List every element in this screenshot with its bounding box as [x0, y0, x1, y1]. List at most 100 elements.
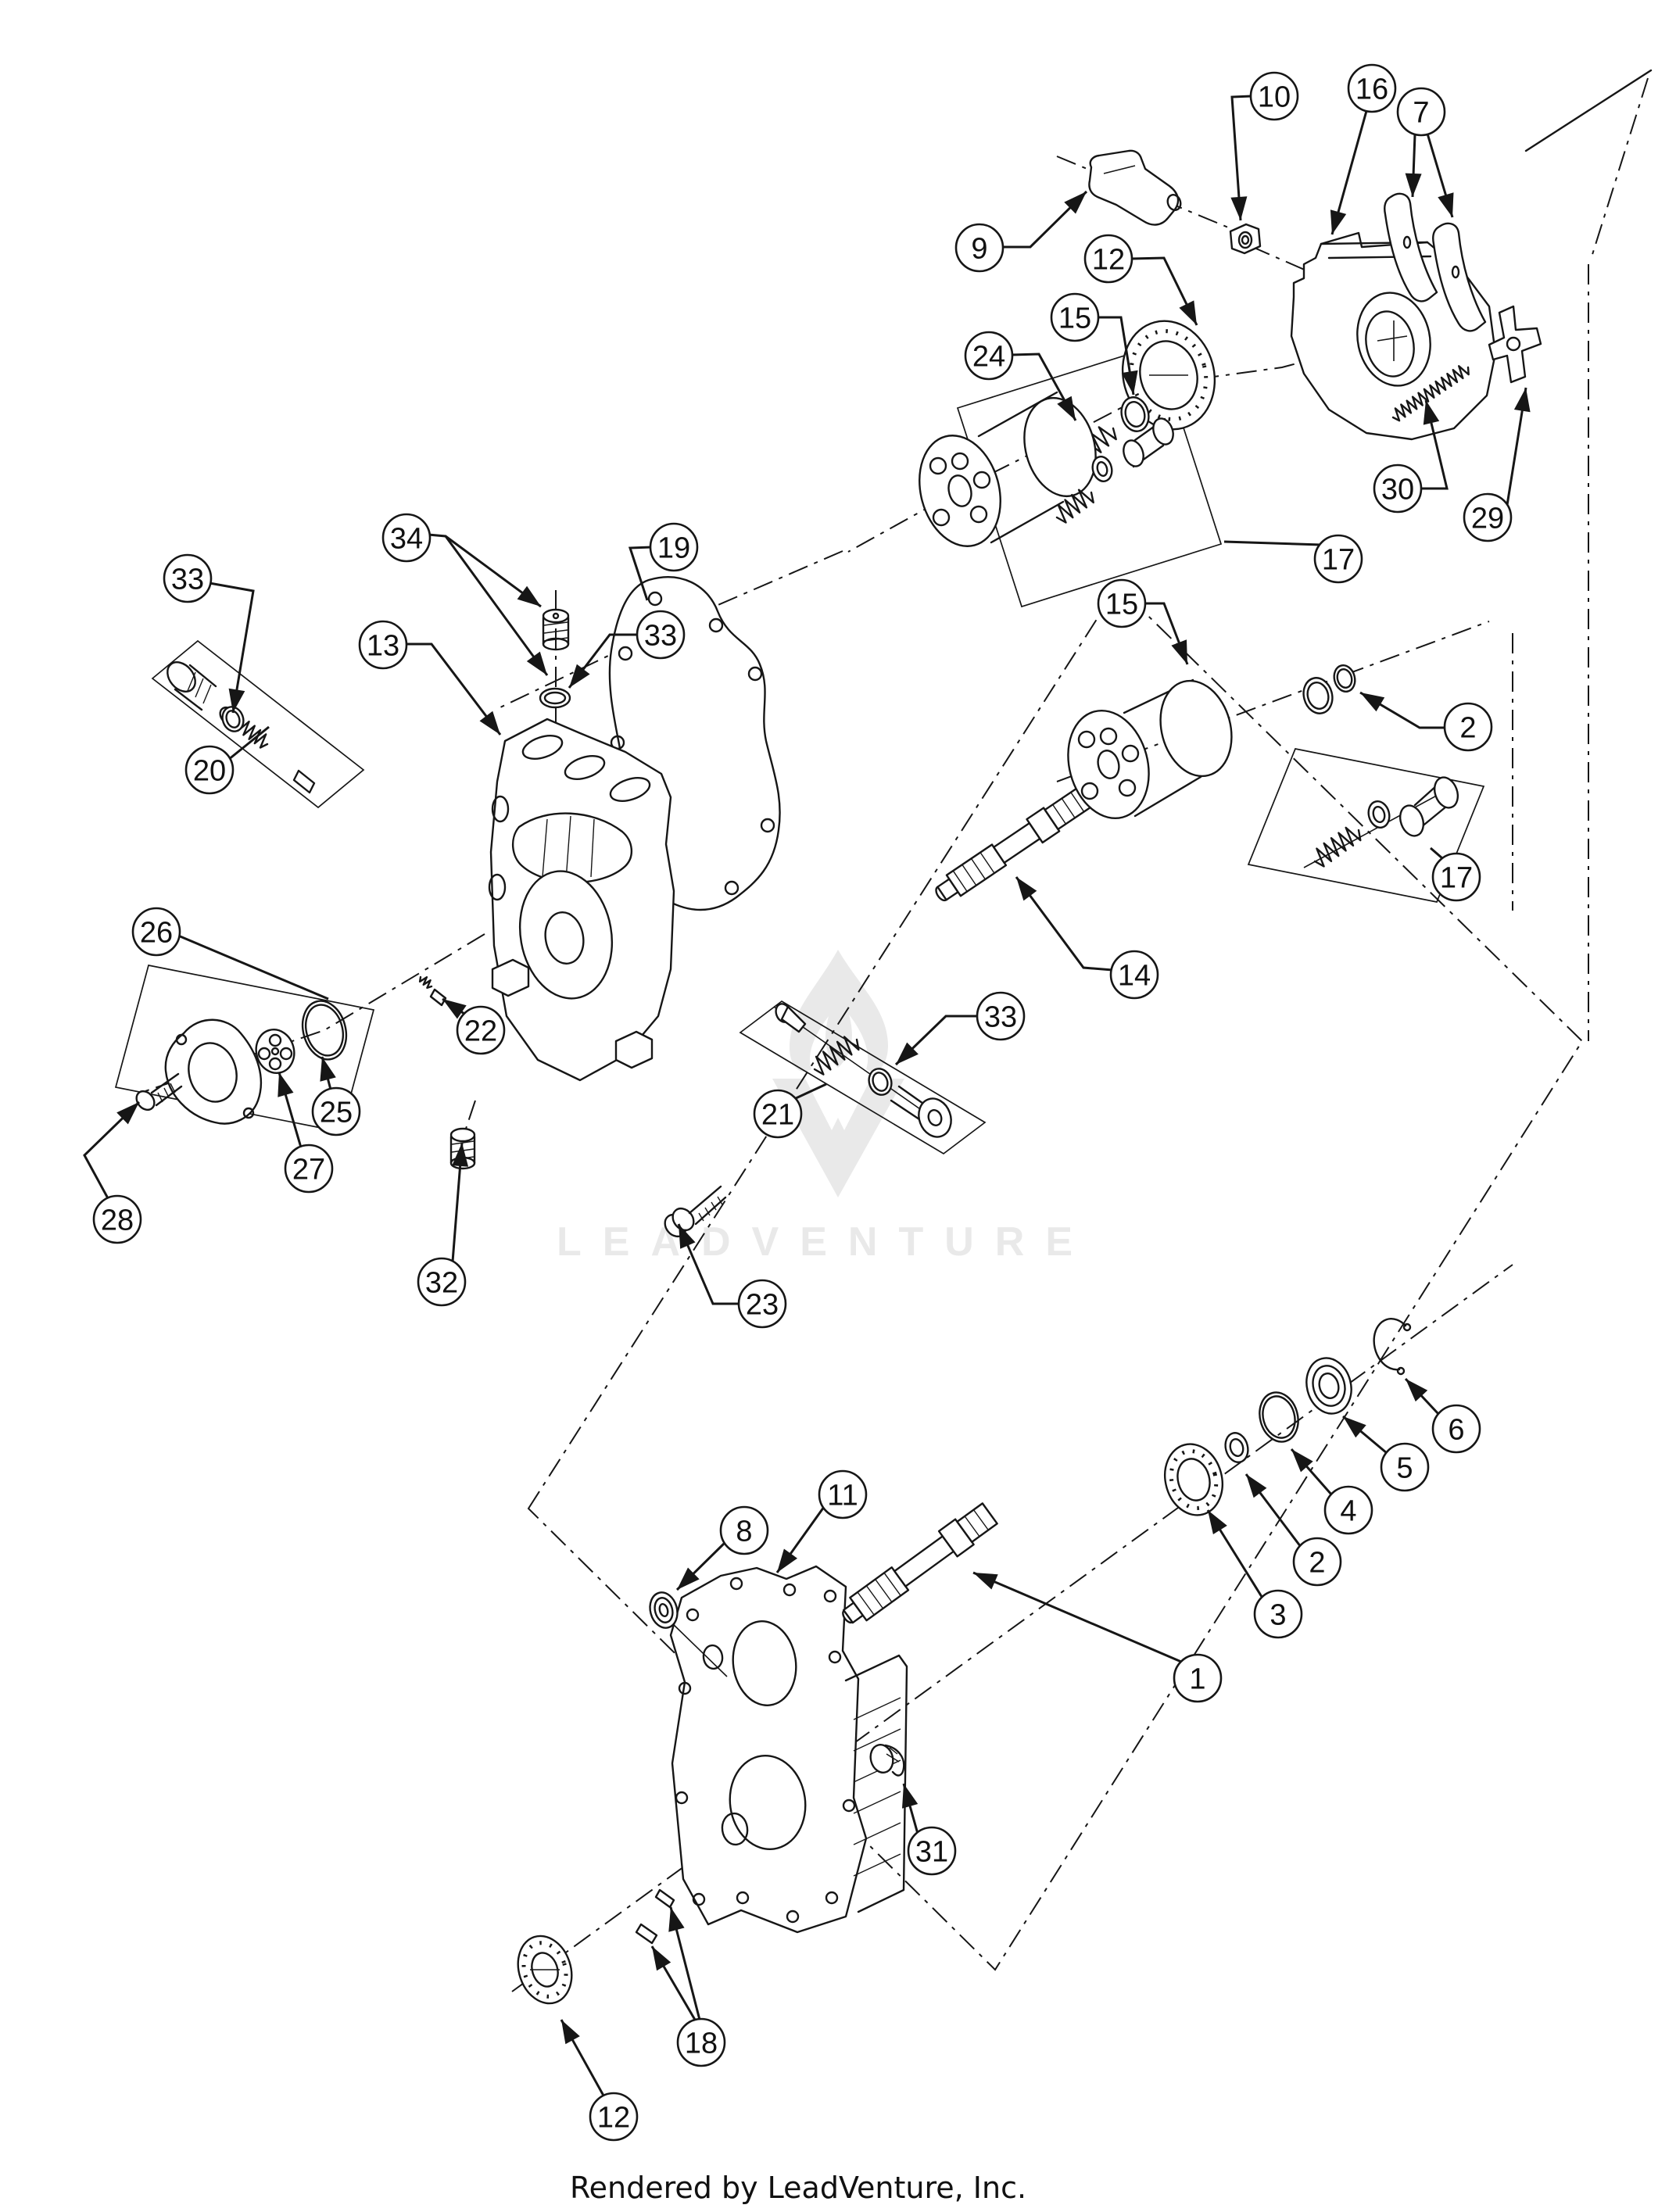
callout-number-15: 15: [1105, 588, 1138, 621]
callout-circle-34[interactable]: [381, 513, 432, 563]
callout-number-25: 25: [320, 1096, 353, 1129]
callout-circle-29[interactable]: [1463, 492, 1513, 542]
callout-arrowhead: [1291, 1449, 1313, 1473]
callout-number-33: 33: [644, 619, 677, 652]
callout-5-39[interactable]: 5: [1342, 1415, 1430, 1492]
callout-14-14[interactable]: 14: [1015, 876, 1159, 1000]
callout-17-10[interactable]: 17: [1223, 534, 1363, 584]
callout-circle-7[interactable]: [1396, 87, 1446, 137]
callout-27-23[interactable]: 27: [278, 1072, 334, 1194]
callout-circle-16[interactable]: [1347, 63, 1397, 113]
callout-arrowhead: [1179, 300, 1197, 325]
callout-circle-22[interactable]: [456, 1005, 506, 1055]
callout-circle-17[interactable]: [1313, 534, 1363, 584]
callout-circle-15[interactable]: [1050, 292, 1100, 342]
callout-circle-2[interactable]: [1292, 1537, 1342, 1587]
callout-15-6[interactable]: 15: [1050, 292, 1138, 396]
callout-12-34[interactable]: 12: [560, 2019, 639, 2142]
callout-10-2[interactable]: 10: [1230, 71, 1299, 221]
callout-circle-21[interactable]: [753, 1089, 803, 1139]
callout-4-38[interactable]: 4: [1290, 1448, 1373, 1535]
callout-circle-31[interactable]: [907, 1826, 957, 1876]
callout-29-9[interactable]: 29: [1463, 387, 1531, 542]
callout-21-27[interactable]: 21: [753, 1083, 827, 1139]
callout-22-25[interactable]: 22: [442, 997, 506, 1055]
callout-circle-28[interactable]: [92, 1194, 142, 1244]
callout-circle-17[interactable]: [1431, 852, 1481, 902]
callout-circle-2[interactable]: [1443, 702, 1493, 752]
callout-20-20[interactable]: 20: [184, 725, 270, 795]
callout-circle-12[interactable]: [1083, 234, 1133, 284]
callout-26-21[interactable]: 26: [131, 907, 329, 1000]
callout-circle-27[interactable]: [284, 1144, 334, 1194]
callout-19-18[interactable]: 19: [628, 522, 699, 601]
callout-33-28[interactable]: 33: [894, 991, 1026, 1066]
callout-circle-1[interactable]: [1173, 1653, 1223, 1703]
callout-circle-3[interactable]: [1253, 1589, 1303, 1639]
callout-circle-15[interactable]: [1097, 578, 1147, 628]
callout-25-22[interactable]: 25: [311, 1056, 361, 1136]
callout-24-7[interactable]: 24: [964, 331, 1077, 421]
callout-17-13[interactable]: 17: [1430, 847, 1481, 902]
orifice-plug-34: [542, 608, 570, 651]
callout-2-37[interactable]: 2: [1244, 1473, 1342, 1587]
callout-circle-4[interactable]: [1323, 1485, 1373, 1535]
callout-15-11[interactable]: 15: [1097, 578, 1189, 665]
callout-circle-18[interactable]: [676, 2017, 726, 2067]
callout-circle-14[interactable]: [1109, 950, 1159, 1000]
callout-6-40[interactable]: 6: [1404, 1377, 1481, 1454]
callout-circle-30[interactable]: [1373, 464, 1423, 514]
callout-circle-13[interactable]: [358, 620, 408, 670]
callout-circle-5[interactable]: [1380, 1442, 1430, 1492]
callout-33-19[interactable]: 33: [568, 610, 686, 689]
callout-circle-23[interactable]: [737, 1279, 787, 1329]
callout-2-12[interactable]: 2: [1359, 691, 1493, 752]
callout-1-35[interactable]: 1: [972, 1571, 1223, 1703]
callout-7-4[interactable]: 7: [1396, 87, 1454, 218]
callout-circle-25[interactable]: [311, 1086, 361, 1136]
callout-circle-12[interactable]: [589, 2092, 639, 2142]
callout-arrowhead: [777, 1548, 797, 1573]
callout-3-36[interactable]: 3: [1206, 1509, 1303, 1639]
callout-arrowhead: [452, 1143, 469, 1167]
callout-circle-24[interactable]: [964, 331, 1014, 381]
callout-number-3: 3: [1270, 1598, 1286, 1631]
callout-8-31[interactable]: 8: [675, 1505, 769, 1591]
callout-circle-32[interactable]: [417, 1257, 467, 1307]
input-shaft-1: [842, 1502, 998, 1624]
callout-31-32[interactable]: 31: [902, 1783, 957, 1876]
callout-33-15[interactable]: 33: [163, 553, 255, 714]
callout-circle-19[interactable]: [649, 522, 699, 572]
callout-circle-11[interactable]: [818, 1469, 868, 1519]
callout-32-26[interactable]: 32: [417, 1142, 469, 1307]
callout-number-14: 14: [1118, 959, 1151, 992]
callout-leader: [1015, 876, 1113, 972]
callout-circle-26[interactable]: [131, 907, 181, 957]
callout-arrowhead: [1513, 388, 1531, 413]
callout-circle-10[interactable]: [1249, 71, 1299, 121]
callout-13-17[interactable]: 13: [358, 620, 502, 736]
callout-16-3[interactable]: 16: [1330, 63, 1397, 235]
callout-number-5: 5: [1396, 1451, 1413, 1484]
callout-9-1[interactable]: 9: [954, 190, 1088, 273]
callout-circle-33[interactable]: [636, 610, 686, 660]
callout-circle-9[interactable]: [954, 223, 1005, 273]
callout-11-30[interactable]: 11: [775, 1469, 868, 1573]
callout-23-29[interactable]: 23: [677, 1223, 787, 1329]
callout-number-30: 30: [1381, 473, 1414, 506]
callout-circle-6[interactable]: [1431, 1404, 1481, 1454]
callout-leader: [677, 1223, 740, 1305]
callout-28-24[interactable]: 28: [83, 1101, 142, 1244]
callout-18-33[interactable]: 18: [650, 1906, 726, 2067]
callout-circle-33[interactable]: [976, 991, 1026, 1041]
callout-12-5[interactable]: 12: [1083, 234, 1198, 326]
callout-30-8[interactable]: 30: [1373, 399, 1449, 514]
callout-circle-20[interactable]: [184, 745, 235, 795]
callout-circle-33[interactable]: [163, 553, 213, 603]
callout-number-27: 27: [292, 1153, 325, 1186]
callout-arrowhead: [320, 1057, 336, 1082]
callout-circle-8[interactable]: [719, 1505, 769, 1555]
callout-34-16[interactable]: 34: [381, 513, 549, 676]
o-ring-33-left: [221, 706, 245, 732]
callout-arrowhead: [902, 1784, 919, 1809]
